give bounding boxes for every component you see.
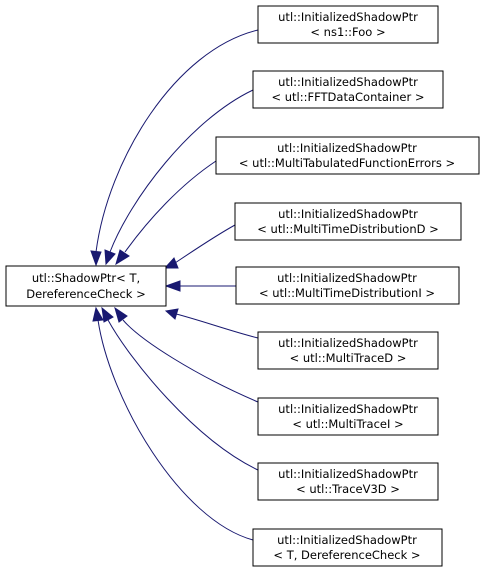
base-class-label-line2: DereferenceCheck > (26, 287, 146, 301)
arrowhead-foo (90, 250, 102, 267)
edge-multitimedistributiond (174, 224, 236, 264)
arrowhead-multitimedistributioni (164, 280, 181, 292)
arrowhead-multitracei (114, 306, 128, 323)
derived-class-label-line1: utl::InitializedShadowPtr (278, 75, 418, 89)
base-class-label-line1: utl::ShadowPtr< T, (32, 271, 140, 285)
derived-class-label-line2: < T, DereferenceCheck > (273, 548, 420, 562)
derived-class-label-line1: utl::InitializedShadowPtr (278, 336, 418, 350)
derived-class-node-multitabulatedfunctionerrors[interactable]: utl::InitializedShadowPtr < utl::MultiTa… (215, 136, 480, 175)
derived-class-label-line1: utl::InitializedShadowPtr (277, 141, 417, 155)
derived-class-label-line1: utl::InitializedShadowPtr (278, 467, 418, 481)
derived-class-label-line1: utl::InitializedShadowPtr (278, 10, 418, 24)
derived-class-node-foo[interactable]: utl::InitializedShadowPtr < ns1::Foo > (257, 5, 439, 44)
derived-class-label-line1: utl::InitializedShadowPtr (278, 402, 418, 416)
arrowhead-t-dereferencecheck (92, 306, 104, 322)
edge-multitracei (122, 319, 259, 403)
derived-class-node-multitraced[interactable]: utl::InitializedShadowPtr < utl::MultiTr… (257, 331, 439, 370)
edge-multitabulatedfunctionerrors (124, 160, 217, 253)
arrowhead-multitimedistributiond (163, 257, 179, 269)
derived-class-label-line2: < ns1::Foo > (310, 25, 385, 39)
edge-foo (95, 29, 259, 253)
edge-multitraced (175, 313, 259, 339)
arrowhead-multitabulatedfunctionerrors (115, 249, 130, 266)
derived-class-label-line1: utl::InitializedShadowPtr (278, 207, 418, 221)
derived-class-label-line1: utl::InitializedShadowPtr (277, 271, 417, 285)
derived-class-label-line1: utl::InitializedShadowPtr (277, 533, 417, 547)
base-class-node[interactable]: utl::ShadowPtr< T, DereferenceCheck > (5, 265, 167, 307)
edges (95, 29, 259, 541)
derived-class-label-line2: < utl::MultiTabulatedFunctionErrors > (239, 156, 455, 170)
edge-t-dereferencecheck (97, 319, 254, 541)
arrowhead-multitraced (164, 308, 179, 320)
derived-class-label-line2: < utl::FFTDataContainer > (271, 90, 424, 104)
derived-class-node-t-dereferencecheck[interactable]: utl::InitializedShadowPtr < T, Dereferen… (252, 528, 443, 567)
derived-class-node-multitimedistributioni[interactable]: utl::InitializedShadowPtr < utl::MultiTi… (235, 266, 460, 305)
derived-class-node-multitimedistributiond[interactable]: utl::InitializedShadowPtr < utl::MultiTi… (234, 202, 462, 241)
derived-class-label-line2: < utl::MultiTimeDistributionD > (257, 222, 439, 236)
arrowhead-tracev3d (101, 306, 114, 323)
derived-class-node-fftdatacontainer[interactable]: utl::InitializedShadowPtr < utl::FFTData… (252, 70, 444, 109)
arrowhead-fftdatacontainer (104, 249, 116, 266)
edge-fftdatacontainer (109, 89, 254, 253)
edge-tracev3d (107, 319, 259, 471)
derived-class-label-line2: < utl::TraceV3D > (296, 482, 400, 496)
derived-class-label-line2: < utl::MultiTimeDistributionI > (259, 286, 435, 300)
arrowheads (90, 249, 181, 323)
derived-class-node-tracev3d[interactable]: utl::InitializedShadowPtr < utl::TraceV3… (257, 462, 439, 501)
derived-class-label-line2: < utl::MultiTraceD > (290, 351, 407, 365)
derived-class-label-line2: < utl::MultiTraceI > (292, 417, 403, 431)
derived-class-node-multitracei[interactable]: utl::InitializedShadowPtr < utl::MultiTr… (257, 397, 439, 436)
